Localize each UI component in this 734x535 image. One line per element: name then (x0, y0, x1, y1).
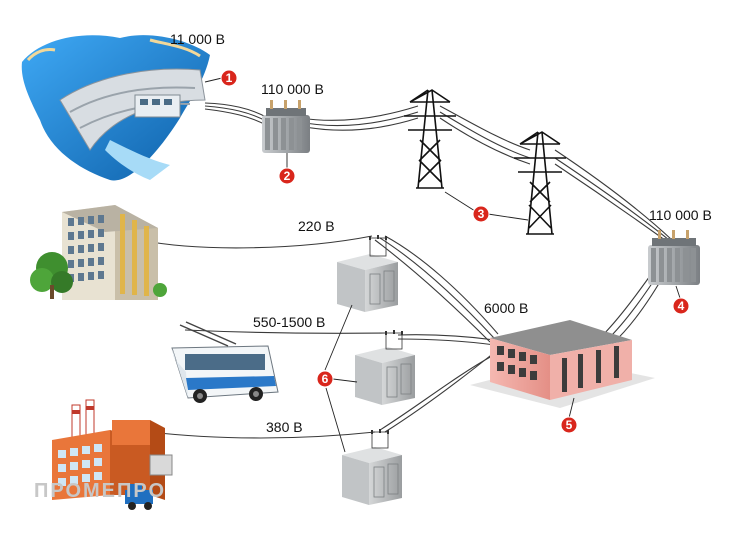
transformer-icon (342, 429, 402, 505)
marker-6-leaders (324, 304, 358, 453)
svg-text:4: 4 (678, 299, 685, 313)
marker-4-leader (675, 285, 681, 299)
voltage-label-industrial: 380 В (266, 419, 303, 435)
svg-text:2: 2 (284, 169, 291, 183)
voltage-label-transmission-in: 110 000 В (649, 207, 712, 223)
marker-6: 6 (316, 370, 334, 388)
voltage-label-plant: 11 000 В (170, 31, 225, 47)
transformer-icon (337, 235, 398, 312)
marker-5: 5 (560, 416, 578, 434)
marker-5-leader (568, 397, 575, 419)
marker-2: 2 (278, 167, 296, 185)
marker-3: 3 (472, 205, 490, 223)
marker-4: 4 (672, 297, 690, 315)
marker-3-leaders (444, 191, 529, 221)
marker-1-leader (204, 77, 223, 83)
marker-1: 1 (220, 69, 238, 87)
svg-text:6: 6 (322, 372, 329, 386)
voltage-label-trolleybus: 550-1500 В (253, 314, 325, 330)
transformer-icon (355, 330, 415, 405)
factory-icon (52, 399, 173, 510)
watermark: ПРОМЕПРО (34, 480, 166, 502)
dam-icon (21, 35, 210, 181)
trolleybus-icon (171, 321, 279, 403)
pylon-icon (404, 89, 456, 189)
svg-text:1: 1 (226, 71, 233, 85)
voltage-label-residential: 220 В (298, 218, 335, 234)
voltage-label-transmission-out: 110 000 В (261, 81, 324, 97)
svg-text:5: 5 (566, 418, 573, 432)
voltage-label-distribution: 6000 В (484, 300, 528, 316)
step-down-transformer-icon (648, 230, 700, 285)
svg-text:3: 3 (478, 207, 485, 221)
substation-icon (470, 320, 655, 408)
pylon-icon (514, 131, 566, 235)
building-icon (30, 205, 167, 300)
step-up-transformer-icon (262, 100, 310, 153)
